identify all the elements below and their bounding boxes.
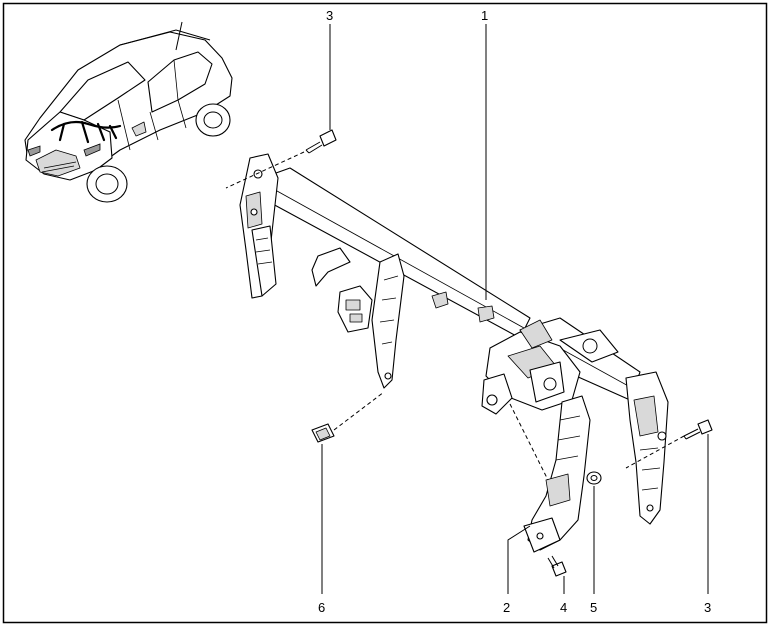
- assembly-line-lower-support: [509, 403, 549, 481]
- car-locator-illustration: [24, 21, 233, 203]
- bolt-lower: [547, 555, 567, 577]
- bolt-right: [683, 419, 713, 440]
- clip-nut: [311, 423, 335, 443]
- callout-3-right: 3: [704, 600, 711, 615]
- nut: [586, 471, 602, 485]
- assembly-line-top-bolt: [225, 151, 305, 189]
- callout-6: 6: [318, 600, 325, 615]
- callout-4: 4: [560, 600, 567, 615]
- callout-2: 2: [503, 600, 510, 615]
- leader-2: [507, 525, 531, 594]
- bolt-top-left: [305, 129, 337, 154]
- cross-member-assembly: [239, 153, 669, 553]
- callout-3-top: 3: [326, 8, 333, 23]
- assembly-line-clip: [333, 391, 385, 431]
- callout-1: 1: [481, 8, 488, 23]
- callout-5: 5: [590, 600, 597, 615]
